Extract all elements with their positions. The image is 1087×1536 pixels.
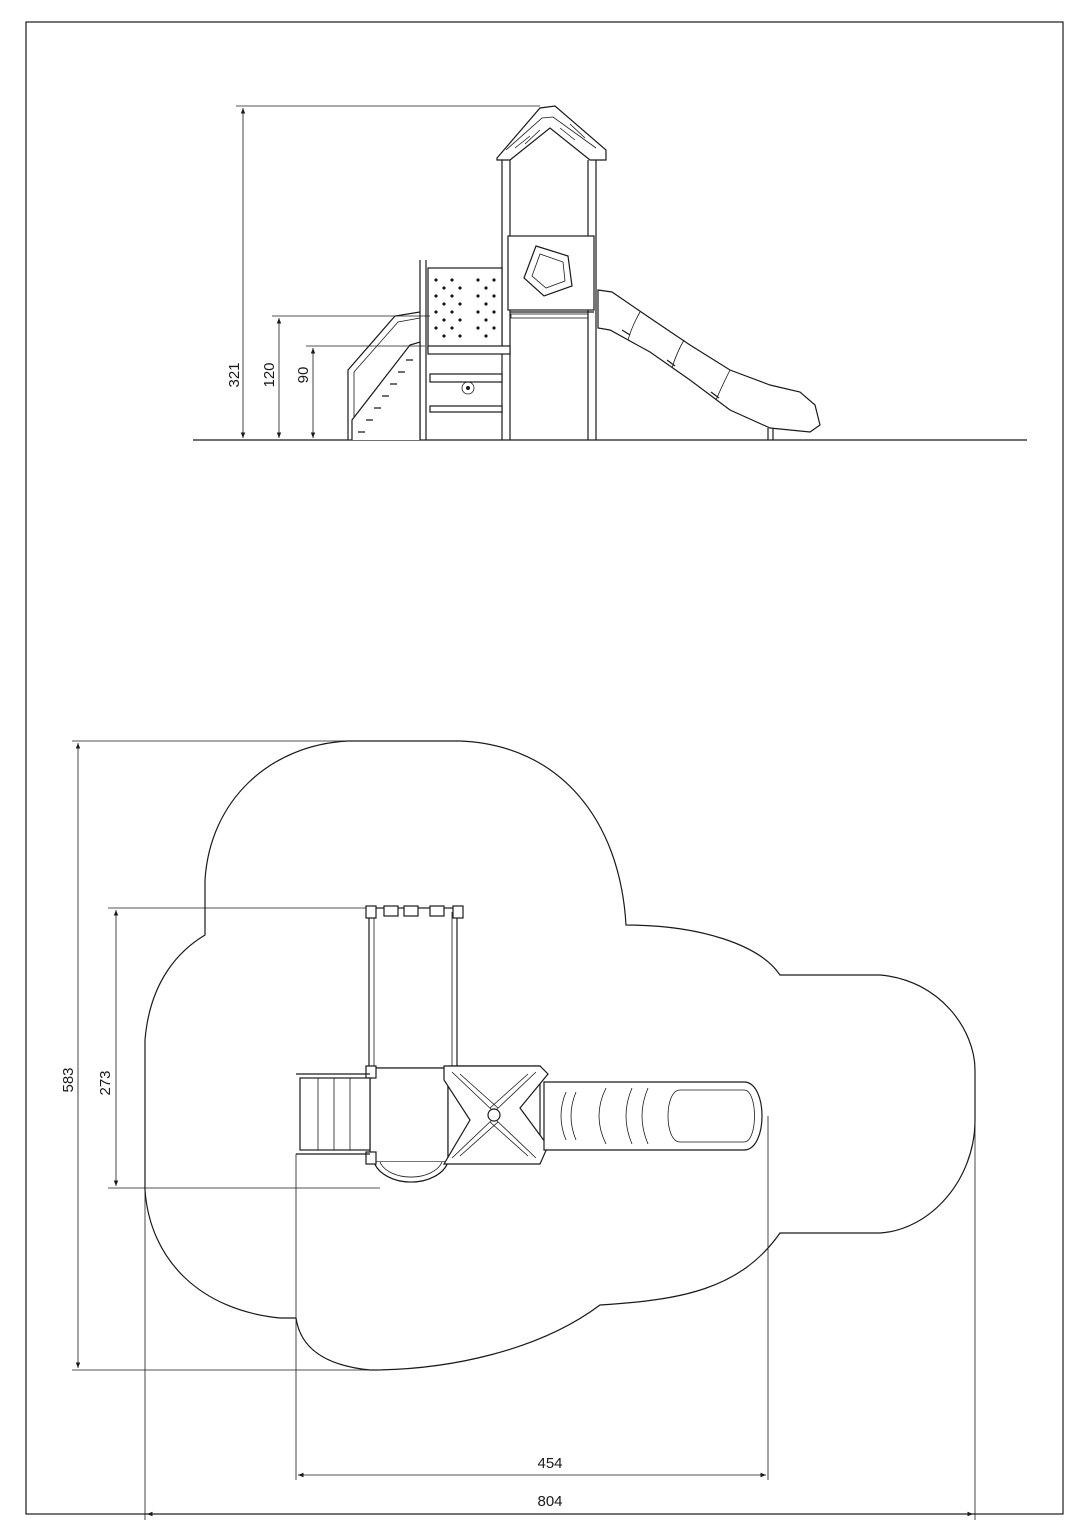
- depth-label-583: 583: [60, 1067, 77, 1092]
- lower-tower: [419, 260, 511, 440]
- height-label-321: 321: [226, 362, 243, 387]
- width-label-804: 804: [537, 1493, 562, 1510]
- climbing-net-section: [365, 905, 464, 1069]
- perforation-hole: [492, 310, 496, 314]
- perforation-hole: [492, 294, 496, 298]
- tower-roof-plan: [442, 1065, 549, 1165]
- dimension-273: 273: [97, 907, 380, 1189]
- dimension-321: 321: [226, 105, 540, 438]
- height-label-120: 120: [261, 362, 278, 387]
- tower-window-panel: [507, 235, 595, 319]
- perforation-hole: [476, 294, 480, 298]
- perforation-hole: [450, 278, 454, 282]
- height-label-90: 90: [295, 367, 312, 384]
- dimension-90: 90: [295, 345, 425, 438]
- perforation-hole: [442, 318, 446, 322]
- elevation-view: 321 120 90: [193, 105, 1027, 441]
- perforation-hole: [434, 294, 438, 298]
- perforation-hole: [458, 334, 462, 338]
- dimension-120: 120: [261, 315, 430, 438]
- perforation-hole: [484, 302, 488, 306]
- tower-roof: [496, 105, 607, 161]
- perforated-panel: [434, 278, 496, 338]
- plan-view: 583 273 454 804: [60, 740, 976, 1520]
- perforation-hole: [476, 310, 480, 314]
- platform: [365, 1065, 449, 1183]
- perforation-hole: [492, 326, 496, 330]
- perforation-hole: [442, 334, 446, 338]
- slide-plan: [543, 1081, 763, 1151]
- staircase: [347, 311, 421, 440]
- tube-slide: [597, 289, 821, 440]
- perforation-hole: [476, 278, 480, 282]
- depth-label-273: 273: [97, 1070, 114, 1095]
- perforation-hole: [450, 294, 454, 298]
- perforation-hole: [492, 278, 496, 282]
- stairs-plan: [296, 1073, 371, 1155]
- dimension-583: 583: [60, 740, 370, 1371]
- safety-zone-outline: [144, 740, 976, 1371]
- perforation-hole: [434, 310, 438, 314]
- width-label-454: 454: [537, 1455, 562, 1472]
- perforation-hole: [434, 326, 438, 330]
- perforation-hole: [476, 326, 480, 330]
- perforation-hole: [442, 286, 446, 290]
- dimension-804: 804: [144, 1120, 976, 1520]
- perforation-hole: [484, 318, 488, 322]
- perforation-hole: [442, 302, 446, 306]
- perforation-hole: [458, 302, 462, 306]
- dimension-454: 454: [295, 1116, 769, 1480]
- perforation-hole: [484, 334, 488, 338]
- perforation-hole: [458, 286, 462, 290]
- perforation-hole: [450, 326, 454, 330]
- perforation-hole: [450, 310, 454, 314]
- perforation-hole: [458, 318, 462, 322]
- perforation-hole: [434, 278, 438, 282]
- perforation-hole: [484, 286, 488, 290]
